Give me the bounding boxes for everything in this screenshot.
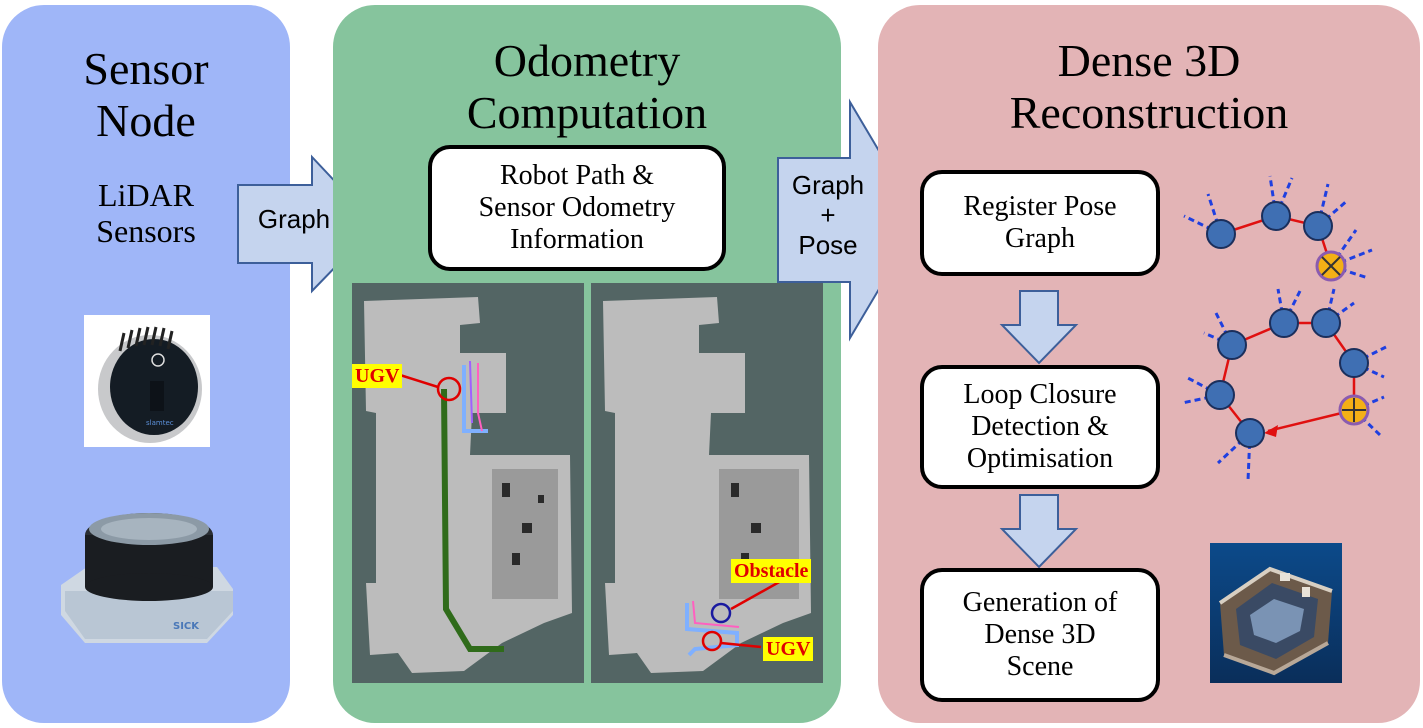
down-arrow-2 — [999, 494, 1079, 569]
dense-scene-generation-line: Generation of — [962, 587, 1118, 618]
lidar-sensors-label: LiDAR Sensors — [2, 177, 290, 249]
loop-closure-text: Loop Closure Detection & Optimisation — [963, 379, 1116, 475]
robot-path-box-text: Robot Path & Sensor Odometry Information — [479, 160, 676, 256]
occupancy-map-left-drawing — [364, 297, 572, 673]
register-pose-graph-line: Graph — [1005, 223, 1075, 254]
graph-arrow-label: Graph — [257, 204, 331, 234]
odometry-computation-panel: Odometry Computation Robot Path & Sensor… — [333, 5, 841, 723]
odometry-title-line: Computation — [466, 87, 708, 138]
lidar-sensors-label-line: LiDAR — [98, 177, 194, 213]
dense-scene-generation-text: Generation of Dense 3D Scene — [963, 587, 1118, 683]
dense-reconstruction-panel: Dense 3D Reconstruction Register Pose Gr… — [878, 5, 1420, 723]
loop-closure-line: Detection & — [971, 411, 1109, 442]
graph-pose-label-line: Pose — [798, 230, 858, 260]
lidar-sensors-label-line: Sensors — [96, 213, 196, 249]
dense-reconstruction-title: Dense 3D Reconstruction — [878, 35, 1420, 139]
robot-path-box-line: Sensor Odometry — [478, 192, 676, 223]
register-pose-graph-text: Register Pose Graph — [963, 191, 1116, 255]
down-arrow-1 — [999, 290, 1079, 365]
occupancy-map-right-drawing — [603, 297, 811, 673]
dense-scene-generation-line: Dense 3D — [984, 619, 1096, 650]
register-pose-graph-line: Register Pose — [963, 191, 1117, 222]
sensor-node-title-line: Sensor — [83, 43, 209, 94]
odometry-computation-title: Odometry Computation — [333, 35, 841, 139]
occupancy-map-left: UGV — [352, 283, 584, 683]
dense-3d-scene-image — [1210, 543, 1342, 683]
register-pose-graph-box: Register Pose Graph — [920, 170, 1160, 276]
ugv-label-left: UGV — [352, 364, 403, 388]
graph-pose-arrow-label: Graph + Pose — [780, 170, 876, 260]
loop-closure-illustration — [1181, 288, 1387, 482]
robot-path-box-line: Information — [510, 224, 644, 255]
svg-text:SICK: SICK — [173, 621, 200, 632]
dense-scene-generation-box: Generation of Dense 3D Scene — [920, 568, 1160, 702]
reconstruction-title-line: Reconstruction — [1009, 87, 1289, 138]
loop-closure-box: Loop Closure Detection & Optimisation — [920, 365, 1160, 489]
reconstruction-title-line: Dense 3D — [1057, 35, 1241, 86]
occupancy-map-right: Obstacle UGV — [591, 283, 823, 683]
robot-path-box: Robot Path & Sensor Odometry Information — [428, 145, 726, 271]
odometry-title-line: Odometry — [493, 35, 681, 86]
robot-path-box-line: Robot Path & — [499, 160, 654, 191]
sensor-node-title-line: Node — [96, 95, 196, 146]
sensor-node-panel: Sensor Node LiDAR Sensors slamtec SICK — [2, 5, 290, 723]
pose-graph-illustration — [1183, 175, 1373, 282]
obstacle-label: Obstacle — [731, 559, 812, 583]
sensor-node-title: Sensor Node — [2, 43, 290, 147]
graph-pose-label-line: Graph — [791, 170, 865, 200]
loop-closure-line: Loop Closure — [963, 379, 1117, 410]
ugv-label-right: UGV — [763, 637, 814, 661]
loop-closure-line: Optimisation — [966, 443, 1114, 474]
dense-scene-generation-line: Scene — [1006, 651, 1074, 682]
svg-text:slamtec: slamtec — [146, 419, 174, 427]
lidar-sensor-1-image: slamtec — [84, 315, 210, 447]
graph-pose-label-line: + — [820, 200, 836, 230]
lidar-sensor-2-image: SICK — [61, 513, 233, 643]
